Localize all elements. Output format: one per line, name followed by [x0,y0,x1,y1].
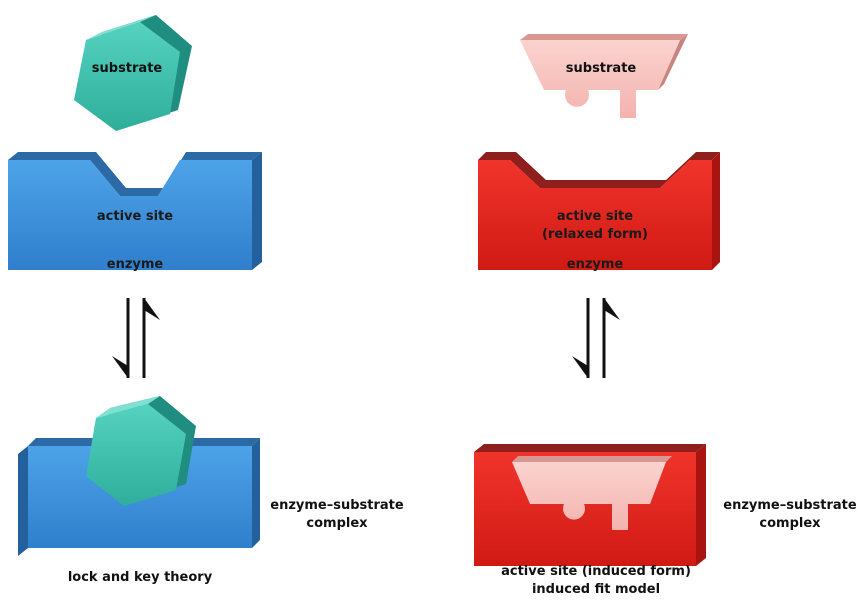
substrate-shape-induced [520,34,688,118]
complex-label-lock-line2: complex [306,516,368,531]
caption-induced-line1: active site (induced form) [501,564,691,579]
complex-induced [474,444,706,566]
enzyme-block-induced [478,152,720,270]
substrate-hexagon-lock [74,15,192,131]
equilibrium-arrows-induced [572,298,620,378]
caption-lock-and-key: lock and key theory [68,570,213,585]
substrate-label-induced: substrate [566,61,637,76]
complex-lock [18,396,260,556]
active-site-label-lock: active site [97,209,173,224]
enzyme-block-lock [8,152,262,270]
enzyme-label-lock: enzyme [107,257,164,272]
active-site-label-induced-line2: (relaxed form) [542,227,648,242]
substrate-label-lock: substrate [92,61,163,76]
equilibrium-arrows-lock [112,298,160,378]
active-site-label-induced-line1: active site [557,209,633,224]
caption-induced-line2: induced fit model [532,582,660,597]
complex-label-lock-line1: enzyme–substrate [270,498,404,513]
enzyme-label-induced: enzyme [567,257,624,272]
complex-label-induced-line2: complex [759,516,821,531]
complex-label-induced-line1: enzyme–substrate [723,498,857,513]
